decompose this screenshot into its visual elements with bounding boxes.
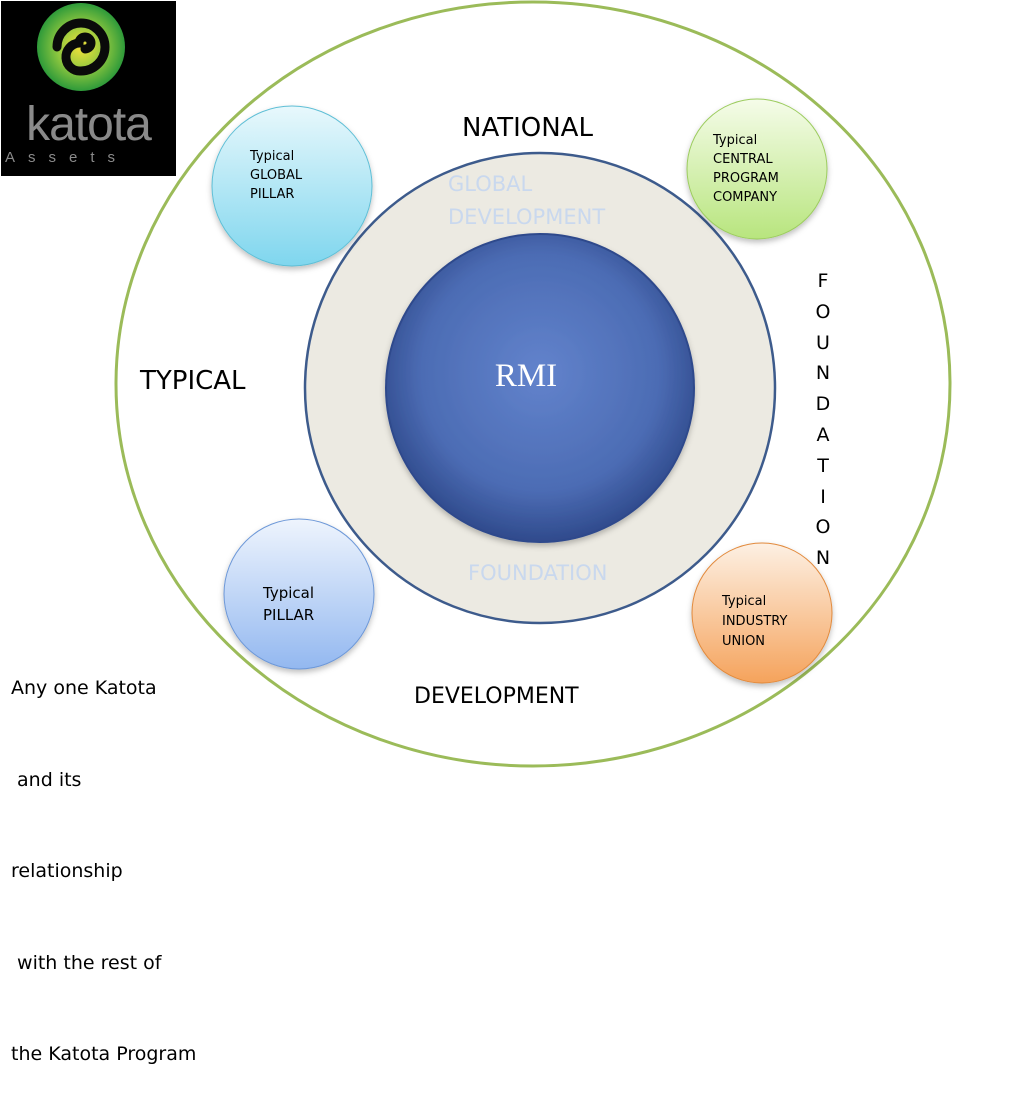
node-text-line: COMPANY <box>713 190 778 205</box>
foundation-letter: U <box>816 331 830 354</box>
label-typical: TYPICAL <box>140 366 246 396</box>
node-text-line: PROGRAM <box>713 171 779 186</box>
label-foundation-vertical: F O U N D A T I O N <box>812 266 834 574</box>
node-global-pillar <box>211 105 373 267</box>
logo-subtitle: Assets <box>5 149 129 166</box>
caption-line: with the rest of <box>11 951 162 974</box>
node-text-line: Typical <box>250 149 295 164</box>
middle-label-top: GLOBAL DEVELOPMENT <box>448 168 605 234</box>
middle-label-global: GLOBAL <box>448 172 533 196</box>
node-industry-union-text: Typical INDUSTRY UNION <box>722 592 787 652</box>
foundation-letter: I <box>820 485 826 508</box>
foundation-letter: T <box>817 454 829 477</box>
foundation-letter: O <box>815 300 831 323</box>
katota-logo: katota Assets <box>1 1 176 176</box>
logo-swirl-icon <box>37 3 125 91</box>
node-industry-union <box>691 542 833 684</box>
foundation-letter: O <box>815 516 831 539</box>
foundation-letter: N <box>815 362 831 385</box>
caption-line: relationship <box>11 860 123 882</box>
foundation-letter: D <box>815 393 831 416</box>
node-text-line: Typical <box>263 584 314 602</box>
logo-wordmark: katota <box>26 98 152 151</box>
caption-line: and its <box>11 768 82 791</box>
node-text-line: PILLAR <box>263 606 315 624</box>
node-text-line: Typical <box>722 594 767 609</box>
label-development: DEVELOPMENT <box>414 684 579 709</box>
middle-label-development: DEVELOPMENT <box>448 205 606 229</box>
foundation-letter: F <box>817 270 829 292</box>
node-text-line: INDUSTRY <box>722 614 788 629</box>
caption-line: the Katota Program <box>11 1043 197 1065</box>
center-circle <box>385 233 695 543</box>
foundation-letter: A <box>816 423 830 446</box>
node-central-company <box>686 98 828 240</box>
caption-line: Any one Katota <box>11 677 157 699</box>
node-text-line: UNION <box>722 634 766 649</box>
node-pillar-text: Typical PILLAR <box>263 582 314 626</box>
node-central-company-text: Typical CENTRAL PROGRAM COMPANY <box>713 131 779 207</box>
node-pillar <box>223 518 375 670</box>
label-national: NATIONAL <box>462 113 593 143</box>
node-text-line: PILLAR <box>250 187 295 202</box>
caption: Any one Katota and its relationship with… <box>11 612 196 1100</box>
center-label: RMI <box>494 358 558 394</box>
node-global-pillar-text: Typical GLOBAL PILLAR <box>250 147 302 204</box>
foundation-letter: N <box>815 547 831 570</box>
node-text-line: GLOBAL <box>250 168 303 183</box>
middle-label-foundation: FOUNDATION <box>468 561 608 585</box>
node-text-line: Typical <box>713 133 758 148</box>
node-text-line: CENTRAL <box>713 152 773 167</box>
diagram-canvas <box>114 0 952 768</box>
